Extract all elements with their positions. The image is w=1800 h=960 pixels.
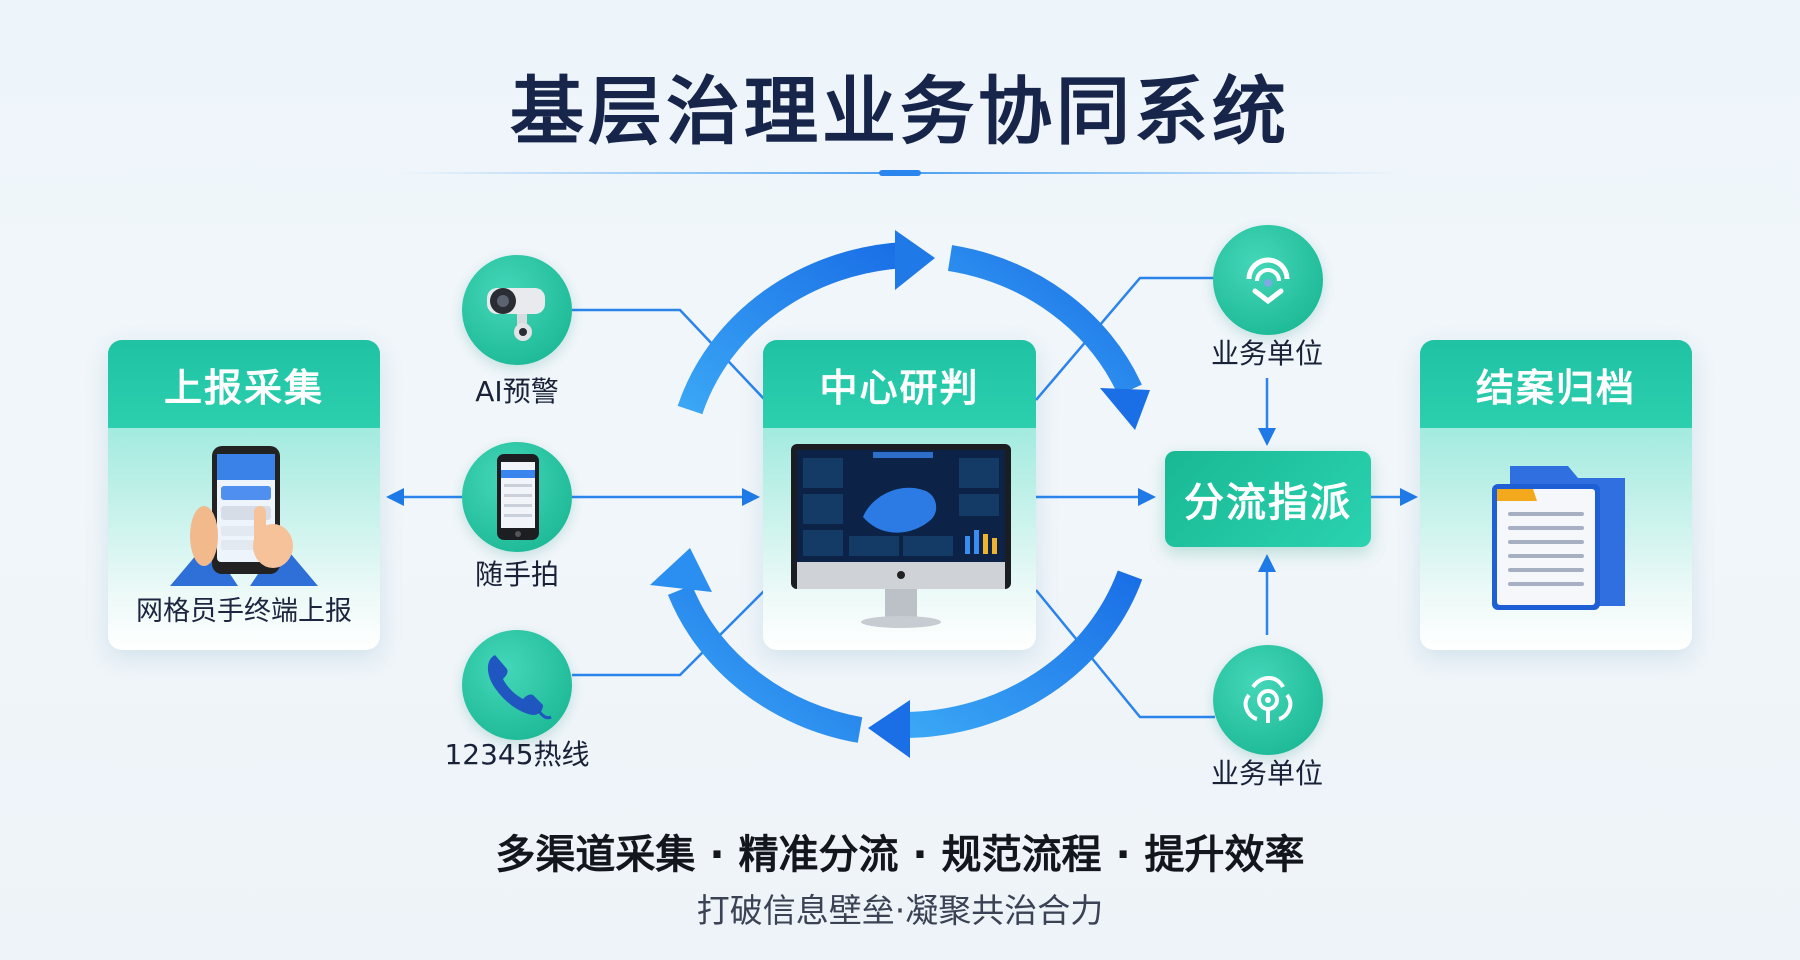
document-folder-icon: [1492, 466, 1625, 610]
dashboard-monitor-icon: [791, 444, 1011, 628]
smartphone-icon: [497, 454, 539, 540]
stage-title: 结案归档: [1420, 340, 1692, 428]
subslogan: 打破信息壁垒·凝聚共治合力: [696, 891, 1104, 930]
hands-holding-phone-icon: [170, 446, 318, 586]
stage-card-collect[interactable]: 上报采集 网格员手终端上报: [108, 340, 380, 650]
stage-card-archive[interactable]: 结案归档: [1420, 340, 1692, 650]
stage-title: 中心研判: [763, 340, 1036, 428]
unit-label: 业务单位: [1210, 757, 1323, 790]
channel-label: 随手拍: [474, 558, 559, 591]
stage-card-analyze[interactable]: 中心研判: [763, 340, 1036, 650]
title-divider-accent: [879, 170, 921, 176]
unit-node-bottom[interactable]: [1213, 645, 1323, 755]
signal-location-icon: [1246, 257, 1290, 305]
page-title: 基层治理业务协同系统: [510, 69, 1290, 155]
stage-dispatch[interactable]: 分流指派: [1165, 451, 1371, 547]
slogan: 多渠道采集 · 精准分流 · 规范流程 · 提升效率: [495, 832, 1305, 878]
channel-connectors: [386, 276, 1418, 719]
channel-node-snapshot[interactable]: [462, 442, 572, 552]
channel-label: 12345热线: [444, 738, 590, 771]
stage-caption: 网格员手终端上报: [136, 596, 352, 627]
network-hub-icon: [1243, 676, 1293, 723]
surveillance-camera-icon: [487, 288, 545, 341]
cycle-arrows: [650, 230, 1150, 758]
channel-label: AI预警: [475, 375, 559, 408]
unit-label: 业务单位: [1210, 337, 1323, 370]
stage-title: 上报采集: [108, 340, 380, 428]
telephone-icon: [487, 655, 552, 720]
channel-node-ai-alert[interactable]: [462, 255, 572, 365]
channel-node-hotline[interactable]: [462, 630, 572, 740]
unit-node-top[interactable]: [1213, 225, 1323, 335]
